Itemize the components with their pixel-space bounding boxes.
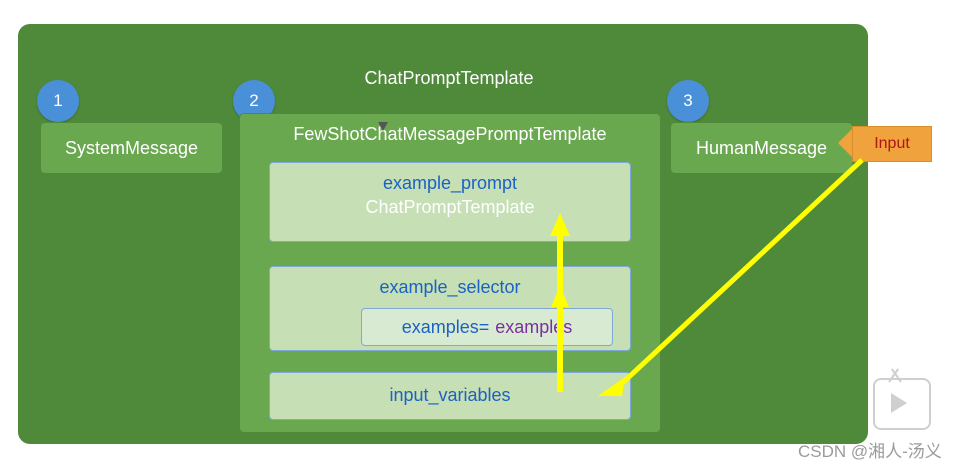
page-title: ChatPromptTemplate bbox=[364, 68, 534, 88]
example-selector-box: example_selector examples= examples bbox=[269, 266, 631, 351]
badge-3: 3 bbox=[667, 80, 709, 122]
fewshot-panel: FewShotChatMessagePromptTemplate example… bbox=[239, 113, 661, 433]
system-message-box: SystemMessage bbox=[40, 122, 223, 174]
example-prompt-type: ChatPromptTemplate bbox=[365, 197, 535, 217]
input-callout: Input bbox=[852, 126, 932, 162]
badge-1: 1 bbox=[37, 80, 79, 122]
example-selector-name: example_selector bbox=[379, 277, 521, 297]
example-prompt-name: example_prompt bbox=[382, 173, 518, 193]
human-message-box: HumanMessage bbox=[670, 122, 853, 174]
input-variables-label: input_variables bbox=[389, 385, 511, 405]
mouse-cursor-icon bbox=[378, 122, 388, 131]
input-variables-box: input_variables bbox=[269, 372, 631, 420]
input-callout-label: Input bbox=[874, 135, 910, 152]
video-play-icon bbox=[873, 378, 931, 430]
example-prompt-box: example_prompt ChatPromptTemplate bbox=[269, 162, 631, 242]
examples-key: examples= bbox=[401, 316, 490, 337]
input-arrow-head-icon bbox=[838, 128, 853, 158]
examples-value: examples bbox=[495, 316, 573, 337]
fewshot-title: FewShotChatMessagePromptTemplate bbox=[293, 124, 607, 144]
watermark: CSDN @湘人-汤义 bbox=[798, 442, 942, 461]
examples-box: examples= examples bbox=[361, 308, 613, 346]
